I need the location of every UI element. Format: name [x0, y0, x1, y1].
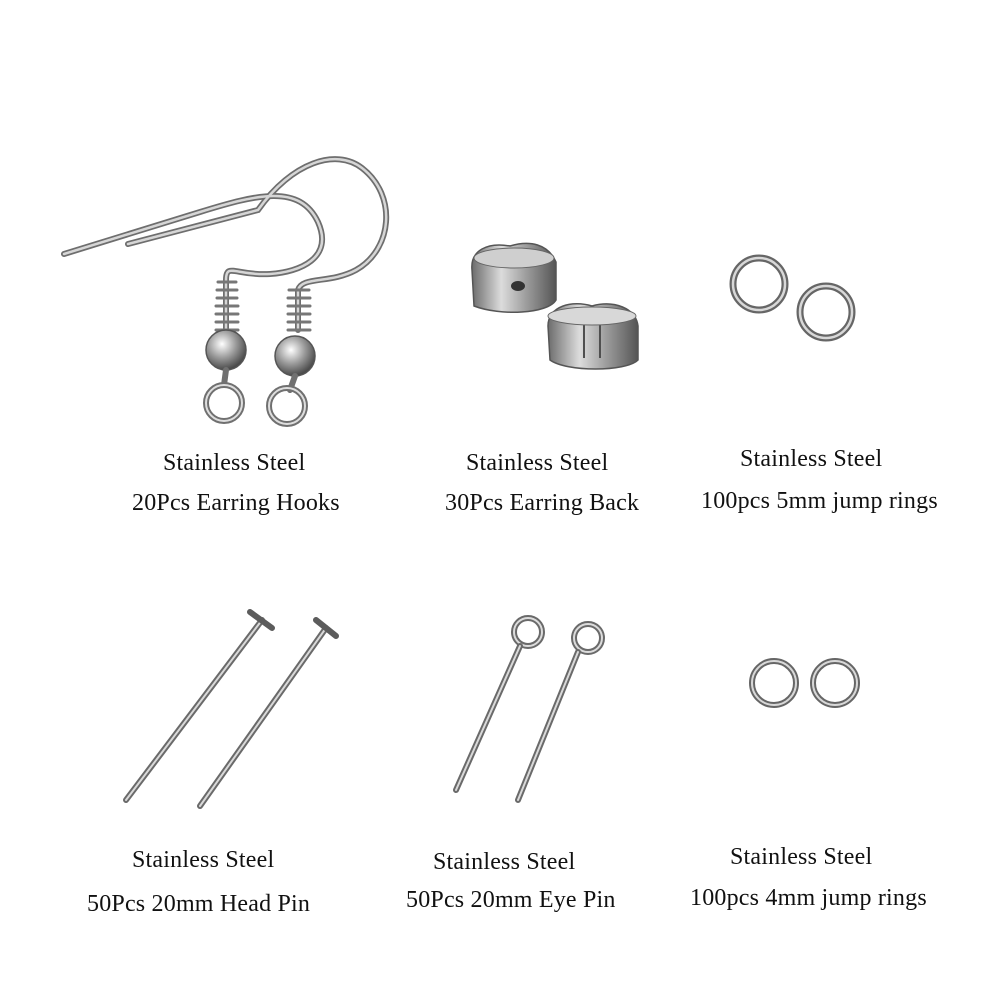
jump-rings-4mm-quantity-label: 100pcs 4mm jump rings: [690, 885, 927, 911]
jump-rings-4mm-icon: [749, 658, 860, 708]
eye-pins-material-label: Stainless Steel: [433, 849, 576, 875]
jump-rings-4mm-material-label: Stainless Steel: [730, 844, 873, 870]
earring-back-icon: [471, 242, 639, 370]
earring-hooks-material-label: Stainless Steel: [163, 450, 306, 476]
jump-rings-5mm-quantity-label: 100pcs 5mm jump rings: [701, 488, 938, 514]
earring-back-quantity-label: 30Pcs Earring Back: [445, 490, 640, 516]
head-pins-material-label: Stainless Steel: [132, 847, 275, 873]
earring-back-material-label: Stainless Steel: [466, 450, 609, 476]
jump-rings-5mm-material-label: Stainless Steel: [740, 446, 883, 472]
earring-hooks-icon: [61, 156, 389, 427]
head-pins-icon: [123, 609, 339, 809]
head-pins-quantity-label: 50Pcs 20mm Head Pin: [87, 891, 311, 917]
earring-hooks-quantity-label: 20Pcs Earring Hooks: [132, 490, 340, 516]
eye-pins-icon: [453, 615, 605, 803]
eye-pins-quantity-label: 50Pcs 20mm Eye Pin: [406, 887, 616, 913]
jump-rings-5mm-icon: [729, 254, 856, 342]
